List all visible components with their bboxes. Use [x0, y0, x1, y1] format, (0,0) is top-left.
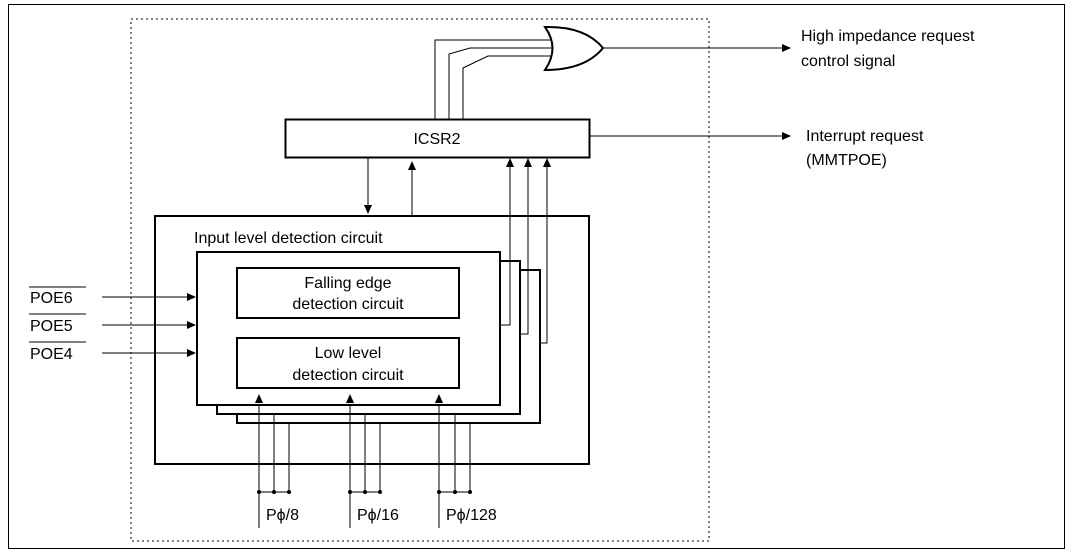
poe4-label: POE4 — [30, 346, 73, 363]
poe6-label: POE6 — [30, 290, 73, 307]
clock-label-3: Pϕ/128 — [446, 507, 497, 524]
feedback-arrowhead-2 — [524, 158, 532, 167]
poe5-input: POE5 — [29, 313, 196, 335]
clock-group-2 — [349, 405, 381, 528]
clock-node-3c — [468, 490, 472, 494]
clock-node-2a — [348, 490, 352, 494]
poe5-label: POE5 — [30, 318, 73, 335]
clock-arrowhead-3 — [435, 394, 443, 403]
clock-label-2: Pϕ/16 — [357, 507, 399, 524]
detection-feedback-lines — [500, 166, 548, 344]
clock-node-3b — [453, 490, 457, 494]
high-impedance-label-line2: control signal — [801, 53, 895, 70]
clock-arrowhead-2 — [346, 394, 354, 403]
low-level-label-line2: detection circuit — [292, 367, 404, 384]
feedback-arrowhead-3 — [543, 158, 551, 167]
clock-node-2c — [378, 490, 382, 494]
clock-node-2b — [363, 490, 367, 494]
feedback-arrowhead-1 — [506, 158, 514, 167]
outer-frame — [8, 4, 1065, 549]
clock-node-1a — [257, 490, 261, 494]
high-impedance-label-line1: High impedance request — [801, 28, 975, 45]
input-level-detection-label: Input level detection circuit — [194, 230, 383, 247]
interrupt-label-line2: (MMTPOE) — [806, 152, 887, 169]
falling-edge-label-line1: Falling edge — [304, 275, 391, 292]
clock-group-3 — [438, 405, 471, 528]
clock-node-1b — [272, 490, 276, 494]
poe4-input: POE4 — [29, 341, 196, 363]
icsr2-label: ICSR2 — [413, 131, 460, 148]
or-gate-input-bus — [434, 39, 553, 119]
clock-group-1 — [258, 405, 290, 528]
low-level-detection-box — [236, 337, 460, 389]
low-level-label-line1: Low level — [315, 345, 382, 362]
poe6-input: POE6 — [29, 286, 196, 307]
icsr2-register — [284, 118, 591, 159]
or-gate — [543, 25, 605, 72]
clock-node-3a — [437, 490, 441, 494]
falling-edge-label-line2: detection circuit — [292, 296, 404, 313]
falling-edge-detection-box — [236, 267, 460, 319]
clock-label-1: Pϕ/8 — [266, 507, 299, 524]
clock-arrowhead-1 — [255, 394, 263, 403]
clock-node-1c — [287, 490, 291, 494]
interrupt-label-line1: Interrupt request — [806, 128, 924, 145]
